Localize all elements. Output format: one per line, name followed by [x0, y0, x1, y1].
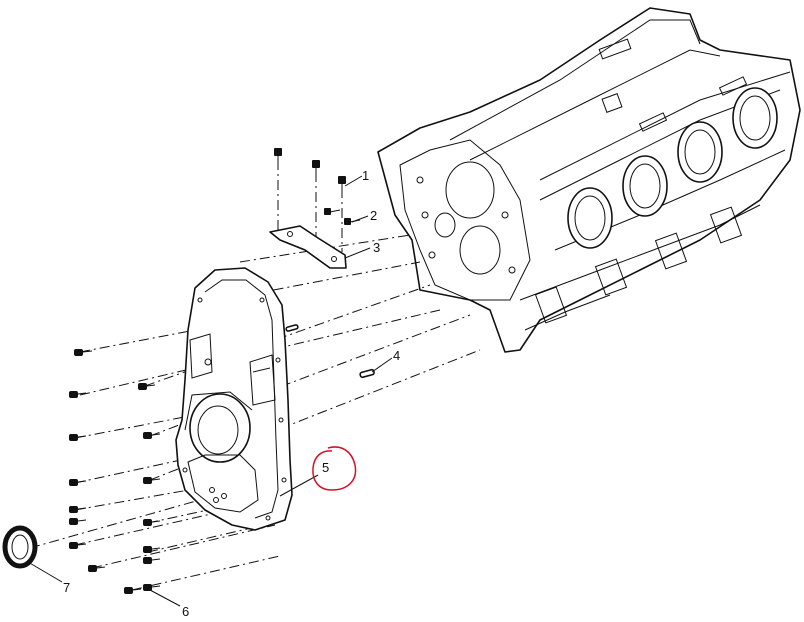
screw-icon [69, 506, 87, 513]
screw-icon [143, 477, 161, 484]
screw-icon [69, 542, 87, 549]
screw-icon [124, 587, 142, 594]
screws-left [69, 349, 161, 594]
screw-icon [143, 432, 161, 439]
screw-icon [138, 383, 156, 390]
callout-6: 6 [182, 604, 189, 619]
screw-icon [69, 391, 87, 398]
callout-1: 1 [362, 168, 369, 183]
front-cover [175, 267, 293, 531]
screw-icon [143, 557, 161, 564]
screw-icon [74, 349, 93, 356]
highlight-circle [312, 446, 357, 491]
screw-icon [69, 518, 87, 525]
bolt-icon [274, 148, 282, 170]
screw-icon [69, 434, 87, 441]
screw-icon [143, 546, 161, 553]
callout-7: 7 [63, 580, 70, 595]
callout-4: 4 [393, 348, 400, 363]
bolt-icon [324, 208, 341, 215]
engine-block [377, 7, 801, 353]
screw-icon [88, 565, 106, 572]
leader-lines [27, 175, 393, 607]
screw-icon [143, 519, 161, 526]
screw-icon [143, 584, 161, 591]
bracket [269, 225, 347, 269]
seal-ring [2, 525, 38, 569]
callout-2: 2 [370, 208, 377, 223]
cylinder-bores [567, 87, 778, 249]
bolts-top [274, 148, 361, 225]
bolt-icon [338, 176, 346, 198]
screw-icon [69, 479, 87, 486]
callout-5: 5 [322, 460, 329, 475]
dowel-pin [359, 368, 375, 379]
bolt-icon [312, 160, 320, 182]
callout-3: 3 [373, 240, 380, 255]
